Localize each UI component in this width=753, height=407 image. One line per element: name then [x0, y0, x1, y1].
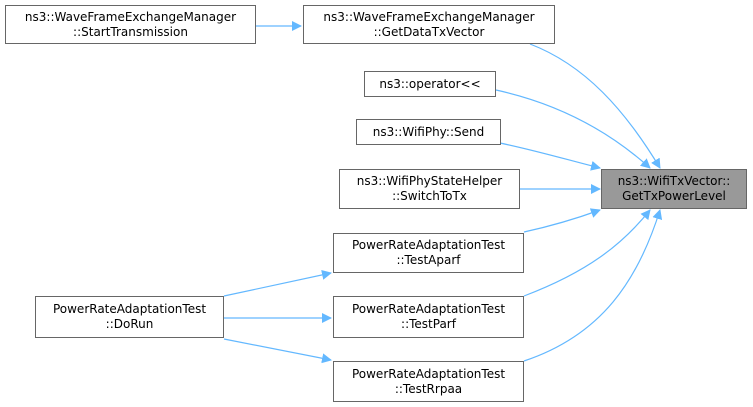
- node-get-data-tx-vector[interactable]: ns3::WaveFrameExchangeManager ::GetDataT…: [303, 5, 555, 44]
- node-switch-to-tx[interactable]: ns3::WifiPhyStateHelper ::SwitchToTx: [339, 169, 520, 209]
- node-do-run-line2: ::DoRun: [105, 317, 154, 331]
- edge-getdata-to-gettxpower: [529, 43, 661, 169]
- node-get-tx-power-level-line2: GetTxPowerLevel: [622, 189, 726, 203]
- edge-rrpaa-to-gettxpower: [523, 209, 663, 362]
- node-do-run[interactable]: PowerRateAdaptationTest ::DoRun: [35, 296, 224, 338]
- node-get-tx-power-level-line1: ns3::WifiTxVector::: [617, 174, 731, 188]
- node-test-aparf-line1: PowerRateAdaptationTest: [351, 238, 506, 252]
- edge-parf-to-gettxpower: [523, 209, 651, 297]
- node-test-parf[interactable]: PowerRateAdaptationTest ::TestParf: [333, 296, 524, 338]
- edge-operator-to-gettxpower: [495, 89, 651, 169]
- edge-aparf-to-gettxpower: [523, 208, 601, 233]
- node-switch-to-tx-line1: ns3::WifiPhyStateHelper: [356, 174, 503, 188]
- node-start-transmission[interactable]: ns3::WaveFrameExchangeManager ::StartTra…: [5, 5, 256, 44]
- node-test-aparf-line2: ::TestAparf: [396, 253, 461, 267]
- node-get-data-tx-vector-line2: ::GetDataTxVector: [373, 24, 485, 39]
- node-test-rrpaa-line2: ::TestRrpaa: [394, 381, 463, 396]
- edge-dorun-to-aparf: [223, 270, 332, 297]
- edge-send-to-gettxpower: [499, 142, 601, 171]
- node-test-parf-line2: ::TestParf: [401, 317, 456, 331]
- node-do-run-line1: PowerRateAdaptationTest: [52, 302, 207, 316]
- node-start-transmission-line1: ns3::WaveFrameExchangeManager: [24, 9, 237, 24]
- node-test-rrpaa[interactable]: PowerRateAdaptationTest ::TestRrpaa: [333, 361, 524, 402]
- node-get-data-tx-vector-line1: ns3::WaveFrameExchangeManager: [323, 9, 535, 24]
- node-wifi-phy-send-label: ns3::WifiPhy::Send: [372, 124, 485, 139]
- node-operator-stream[interactable]: ns3::operator<<: [364, 71, 496, 97]
- edge-dorun-to-rrpaa: [223, 338, 332, 364]
- node-get-tx-power-level: ns3::WifiTxVector:: GetTxPowerLevel: [601, 169, 747, 209]
- node-test-aparf[interactable]: PowerRateAdaptationTest ::TestAparf: [333, 233, 524, 273]
- node-wifi-phy-send[interactable]: ns3::WifiPhy::Send: [356, 119, 501, 145]
- node-switch-to-tx-line2: ::SwitchToTx: [392, 189, 467, 203]
- node-test-parf-line1: PowerRateAdaptationTest: [351, 302, 506, 316]
- node-operator-stream-label: ns3::operator<<: [379, 76, 481, 91]
- node-start-transmission-line2: ::StartTransmission: [73, 24, 188, 39]
- node-test-rrpaa-line1: PowerRateAdaptationTest: [351, 366, 506, 381]
